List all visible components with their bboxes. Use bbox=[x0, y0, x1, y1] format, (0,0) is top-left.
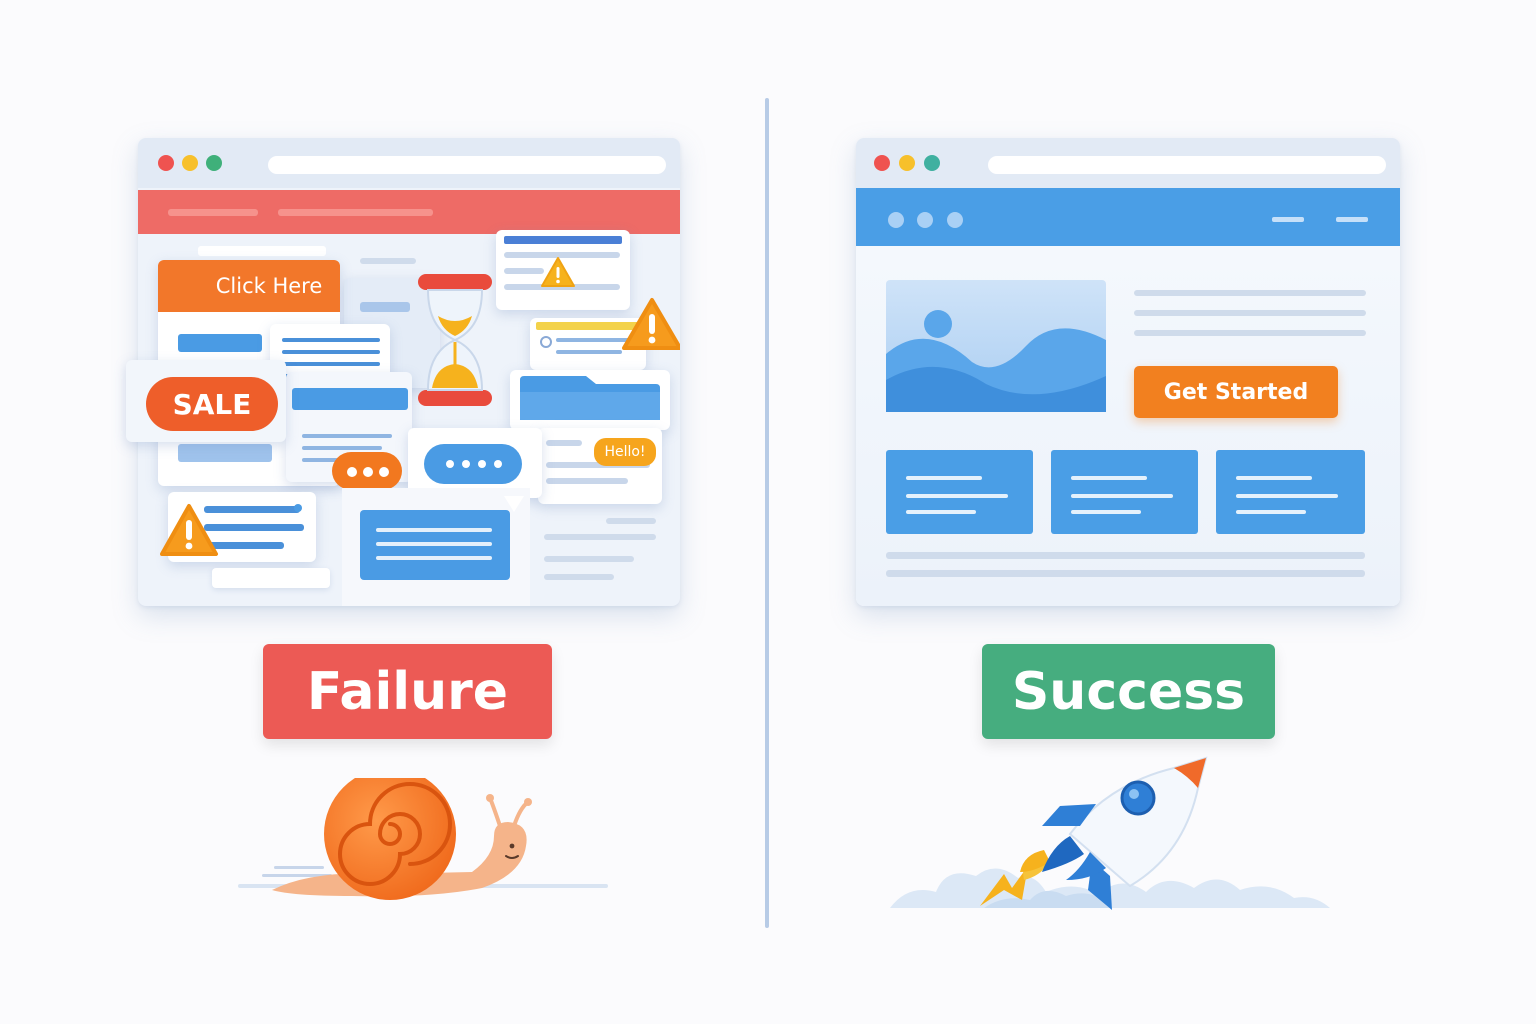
failure-header-line bbox=[168, 209, 258, 216]
sale-badge[interactable]: SALE bbox=[146, 377, 278, 431]
minimize-dot-icon[interactable] bbox=[182, 155, 198, 171]
form-line bbox=[556, 338, 636, 342]
hello-card-line bbox=[546, 440, 582, 446]
feature-card[interactable] bbox=[1051, 450, 1198, 534]
text-line bbox=[282, 338, 380, 342]
close-dot-icon[interactable] bbox=[158, 155, 174, 171]
feature-card-line bbox=[906, 476, 982, 480]
warning-icon bbox=[622, 298, 680, 350]
form-highlight bbox=[536, 322, 640, 330]
failure-header-line bbox=[278, 209, 433, 216]
rocket-icon bbox=[890, 756, 1330, 910]
lower-input[interactable] bbox=[212, 568, 330, 588]
feature-card-line bbox=[1236, 494, 1338, 498]
feature-card-line bbox=[1236, 476, 1312, 480]
nav-dot-icon[interactable] bbox=[947, 212, 963, 228]
warning-icon bbox=[541, 257, 575, 287]
center-divider bbox=[765, 98, 769, 928]
clutter-line bbox=[360, 258, 416, 264]
maximize-dot-icon[interactable] bbox=[924, 155, 940, 171]
hero-text-line bbox=[1134, 290, 1366, 296]
folder-icon bbox=[520, 376, 660, 420]
radio-icon[interactable] bbox=[540, 336, 552, 348]
hello-speech-bubble: Hello! bbox=[594, 438, 656, 466]
success-label: Success bbox=[982, 644, 1275, 739]
close-dot-icon[interactable] bbox=[874, 155, 890, 171]
click-here-button[interactable]: Click Here bbox=[158, 260, 340, 312]
feature-card-line bbox=[906, 510, 976, 514]
success-header-band bbox=[856, 188, 1400, 246]
hourglass-icon bbox=[418, 274, 492, 406]
feature-card-line bbox=[1071, 494, 1173, 498]
snail-icon bbox=[238, 778, 608, 900]
failure-address-bar[interactable] bbox=[268, 156, 666, 174]
footer-line bbox=[886, 570, 1365, 577]
feature-card-line bbox=[1071, 510, 1141, 514]
bottom-card-line bbox=[376, 556, 492, 560]
success-address-bar[interactable] bbox=[988, 156, 1386, 174]
nav-link[interactable] bbox=[1272, 217, 1304, 222]
failure-label: Failure bbox=[263, 644, 552, 739]
lower-card-line bbox=[204, 542, 284, 549]
popup-line bbox=[504, 268, 544, 274]
hello-card-line bbox=[546, 478, 628, 484]
lower-card-dot-icon bbox=[294, 504, 302, 512]
image-placeholder-icon bbox=[886, 280, 1106, 412]
right-line bbox=[544, 574, 614, 580]
chat-bubble[interactable] bbox=[424, 444, 522, 484]
nav-link[interactable] bbox=[1336, 217, 1368, 222]
feature-card[interactable] bbox=[1216, 450, 1365, 534]
right-line bbox=[606, 518, 656, 524]
right-line bbox=[544, 556, 634, 562]
bottom-card-line bbox=[376, 528, 492, 532]
mid-card-line bbox=[302, 446, 382, 450]
ellipsis-icon bbox=[446, 460, 502, 468]
minimize-dot-icon[interactable] bbox=[899, 155, 915, 171]
mid-card-bar bbox=[292, 388, 408, 410]
feature-card[interactable] bbox=[886, 450, 1033, 534]
get-started-button[interactable]: Get Started bbox=[1134, 366, 1338, 418]
success-browser-window: Get Started bbox=[856, 138, 1400, 606]
text-line bbox=[282, 362, 380, 366]
hero-text-line bbox=[1134, 310, 1366, 316]
lower-card-line bbox=[204, 506, 300, 513]
bottom-card-line bbox=[376, 542, 492, 546]
clutter-line bbox=[198, 246, 326, 256]
warning-icon bbox=[160, 504, 218, 556]
text-line bbox=[282, 350, 380, 354]
maximize-dot-icon[interactable] bbox=[206, 155, 222, 171]
ellipsis-icon bbox=[347, 467, 389, 477]
hello-card-line bbox=[546, 462, 650, 468]
lower-card-line bbox=[204, 524, 304, 531]
feature-card-line bbox=[1071, 476, 1147, 480]
nav-dot-icon[interactable] bbox=[888, 212, 904, 228]
footer-line bbox=[886, 552, 1365, 559]
right-line bbox=[544, 534, 656, 540]
clutter-block bbox=[178, 444, 272, 462]
clutter-line bbox=[360, 302, 410, 312]
clutter-block bbox=[178, 334, 262, 352]
form-line bbox=[556, 350, 622, 354]
failure-browser-window: Click Here Hello! bbox=[138, 138, 680, 606]
nav-dot-icon[interactable] bbox=[917, 212, 933, 228]
popup-line bbox=[504, 252, 620, 258]
feature-card-line bbox=[1236, 510, 1306, 514]
hero-text-line bbox=[1134, 330, 1366, 336]
feature-card-line bbox=[906, 494, 1008, 498]
popup-header bbox=[504, 236, 622, 244]
chat-tail-icon bbox=[504, 496, 524, 512]
lower-line bbox=[304, 434, 388, 438]
